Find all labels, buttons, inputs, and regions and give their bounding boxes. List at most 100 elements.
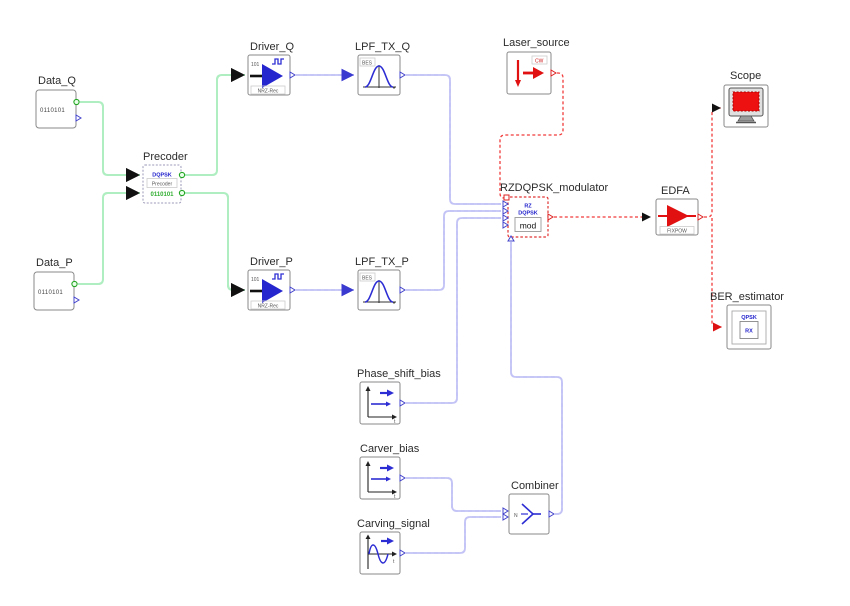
modulator-input-port-1[interactable] bbox=[502, 200, 509, 208]
data-q-output-port[interactable] bbox=[73, 98, 80, 106]
nrz-waveform-icon bbox=[272, 58, 284, 65]
precoder-body[interactable] bbox=[142, 164, 182, 204]
wire-lpfq-modulator[interactable] bbox=[406, 74, 501, 205]
block-driver-p[interactable]: 101 NRZ-Rec bbox=[247, 269, 291, 311]
driver-p-output-port[interactable] bbox=[289, 286, 296, 294]
wire-precoder-driverp[interactable] bbox=[185, 192, 245, 297]
data-q-aux-port[interactable] bbox=[75, 114, 82, 122]
label-phase-shift-bias: Phase_shift_bias bbox=[357, 368, 441, 380]
wire-precoder-driverq[interactable] bbox=[185, 68, 245, 176]
precoder-name-box bbox=[146, 178, 178, 188]
phase-bias-output-port[interactable] bbox=[399, 399, 406, 407]
block-data-q[interactable]: 0110101 bbox=[35, 89, 77, 129]
labels-layer: Data_Q Data_P Precoder Driver_Q Driver_P… bbox=[36, 37, 784, 530]
modulator-output-port[interactable] bbox=[547, 213, 554, 221]
wire-combiner-modulator[interactable] bbox=[510, 242, 563, 515]
edfa-mode: FIXPOW bbox=[667, 229, 687, 235]
block-lpf-tx-q[interactable]: BES bbox=[357, 54, 401, 96]
block-rzdqpsk-modulator[interactable]: RZ DQPSK mod bbox=[507, 196, 549, 238]
wire-dataq-precoder[interactable] bbox=[80, 101, 140, 182]
data-p-bits: 0110101 bbox=[38, 290, 63, 296]
nrz-waveform-icon bbox=[272, 273, 284, 280]
axis-h-arrow-icon bbox=[392, 489, 397, 495]
amplifier-triangle-icon bbox=[262, 64, 283, 88]
modulator-input-port-3[interactable] bbox=[502, 214, 509, 222]
block-laser-source[interactable]: CW bbox=[506, 51, 552, 95]
wire-edfa-ber[interactable] bbox=[711, 218, 722, 332]
data-p-body[interactable] bbox=[33, 271, 75, 311]
driver-p-bits: 101 bbox=[251, 277, 260, 283]
lpf-p-output-port[interactable] bbox=[399, 286, 406, 294]
edfa-amp-triangle-icon bbox=[667, 205, 689, 227]
axis-h-arrow-icon bbox=[392, 414, 397, 420]
block-carver-bias[interactable]: t bbox=[359, 456, 401, 500]
carving-signal-output-port[interactable] bbox=[399, 549, 406, 557]
modulator-mod-text: mod bbox=[520, 221, 537, 231]
modulator-input-port-4[interactable] bbox=[502, 221, 509, 229]
label-driver-p: Driver_P bbox=[250, 256, 293, 268]
axis-v-arrow-icon bbox=[365, 386, 371, 391]
precoder-name-text: Precoder bbox=[152, 182, 173, 188]
wire-edfa-scope[interactable] bbox=[704, 103, 721, 218]
modulator-optical-input-port[interactable] bbox=[503, 194, 510, 201]
driver-q-coding: NRZ-Rec bbox=[258, 88, 279, 94]
combiner-input-port-2[interactable] bbox=[502, 513, 509, 521]
bessel-curve-icon bbox=[364, 65, 394, 88]
block-carving-signal[interactable]: t bbox=[359, 531, 401, 575]
modulator-bottom-input-port[interactable] bbox=[507, 235, 515, 242]
wire-datap-precoder[interactable] bbox=[78, 186, 140, 285]
carver-bias-output-port[interactable] bbox=[399, 474, 406, 482]
driver-q-output-port[interactable] bbox=[289, 71, 296, 79]
precoder-bits: 0110101 bbox=[150, 192, 174, 198]
data-q-bits: 0110101 bbox=[40, 108, 65, 114]
axis-h-arrow-icon bbox=[392, 551, 397, 557]
label-combiner: Combiner bbox=[511, 480, 559, 492]
label-data-q: Data_Q bbox=[38, 75, 76, 87]
wire-lpfp-modulator[interactable] bbox=[406, 210, 501, 291]
block-precoder[interactable]: DQPSK Precoder 0110101 bbox=[142, 164, 182, 204]
edfa-output-port[interactable] bbox=[697, 213, 704, 221]
modulator-input-port-2[interactable] bbox=[502, 207, 509, 215]
dc-level-arrow-icon bbox=[386, 401, 391, 407]
wire-datap-precoder-dash bbox=[78, 193, 140, 284]
label-edfa: EDFA bbox=[661, 185, 690, 197]
combiner-output-port[interactable] bbox=[548, 510, 555, 518]
block-combiner[interactable]: N bbox=[508, 493, 550, 535]
laser-cw-box bbox=[531, 55, 548, 65]
lpf-q-filter-box bbox=[359, 57, 376, 67]
modulator-mod-box bbox=[514, 217, 542, 232]
block-edfa[interactable]: FIXPOW bbox=[655, 198, 699, 236]
wire-carverbias-combiner[interactable] bbox=[406, 477, 501, 512]
monitor-screen-icon bbox=[732, 91, 760, 112]
edfa-mode-box bbox=[659, 226, 695, 235]
wires-layer bbox=[78, 68, 722, 554]
data-p-aux-port[interactable] bbox=[73, 296, 80, 304]
driver-p-coding: NRZ-Rec bbox=[258, 303, 279, 309]
axis-v-arrow-icon bbox=[365, 534, 371, 539]
block-ber-estimator[interactable]: QPSK RX bbox=[726, 304, 772, 350]
block-driver-q[interactable]: 101 NRZ-Rec bbox=[247, 54, 291, 96]
filter-dot bbox=[392, 86, 396, 89]
block-data-p[interactable]: 0110101 bbox=[33, 271, 75, 311]
wire-lpfp-modulator-dash bbox=[405, 210, 502, 291]
laser-diode-arrow-icon bbox=[515, 80, 521, 87]
wire-dataq-precoder-dash bbox=[80, 102, 140, 175]
laser-mode: CW bbox=[535, 59, 544, 65]
data-q-body[interactable] bbox=[35, 89, 77, 129]
lpf-p-filter: BES bbox=[362, 276, 373, 282]
precoder-output-port-1[interactable] bbox=[178, 171, 186, 179]
wire-lpfq-modulator-dash bbox=[405, 74, 502, 205]
modulator-rz-text: RZ bbox=[524, 204, 532, 210]
block-lpf-tx-p[interactable]: BES bbox=[357, 269, 401, 311]
block-phase-shift-bias[interactable]: t bbox=[359, 381, 401, 425]
data-p-output-port[interactable] bbox=[71, 280, 78, 288]
combiner-input-port-1[interactable] bbox=[502, 507, 509, 515]
ber-type: QPSK bbox=[741, 315, 757, 321]
block-scope[interactable] bbox=[723, 84, 769, 128]
precoder-output-port-2[interactable] bbox=[178, 189, 186, 197]
laser-output-port[interactable] bbox=[550, 69, 557, 77]
axis-t-label: t bbox=[394, 419, 396, 425]
lpf-q-output-port[interactable] bbox=[399, 71, 406, 79]
label-lpf-tx-q: LPF_TX_Q bbox=[355, 41, 410, 53]
wire-laser-modulator[interactable] bbox=[499, 72, 564, 199]
